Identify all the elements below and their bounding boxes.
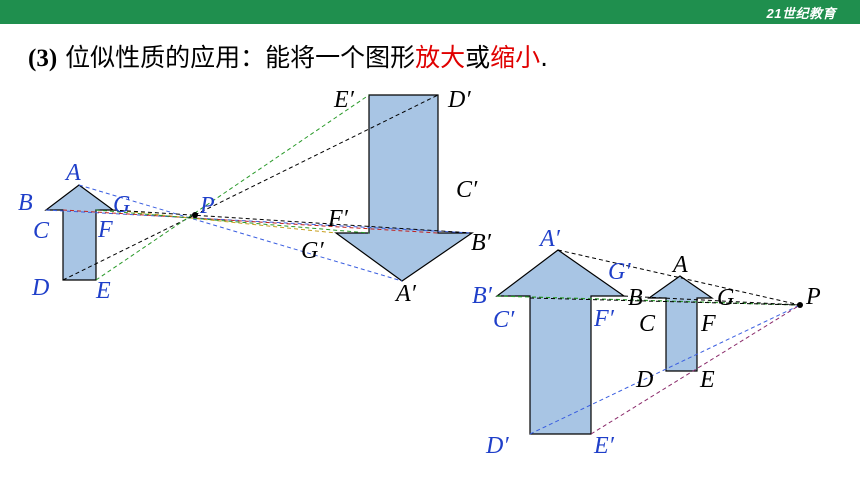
title-text: 位似性质的应用：能将一个图形 [57,43,416,72]
label-E: E [95,278,111,304]
label-D-prime: D′ [447,87,471,113]
label2-A-prime: A′ [538,226,561,252]
top-banner: 21世纪教育 [0,0,860,24]
label2-D-prime: D′ [485,433,509,459]
line2-EE [590,304,801,435]
label-P: P [199,193,215,219]
label2-D: D [635,367,653,393]
line2-CC [529,297,801,306]
label-A-prime: A′ [394,281,417,307]
label2-C: C [639,311,656,337]
label2-C-prime: C′ [493,307,515,333]
label2-G: G [717,285,734,311]
label2-E-prime: E′ [593,433,615,459]
figure-1: A B C D E F G P E′ D′ C′ F′ B′ G′ A′ [18,87,492,307]
line2-AA [557,249,801,306]
center-point-2 [797,302,803,308]
line-EE [95,94,370,281]
title-shrink: 缩小 [490,43,541,72]
label-E-prime: E′ [333,87,355,113]
label2-G-prime: G′ [608,259,631,285]
label-A: A [64,160,81,186]
title-enlarge: 放大 [415,43,466,72]
line-GB [112,209,473,234]
label2-F-prime: F′ [593,306,615,332]
label-F: F [97,217,113,243]
label2-B-prime: B′ [472,283,493,309]
line2-DD [529,304,801,435]
title-period: . [540,43,549,72]
label2-A: A [671,252,688,278]
title-or: 或 [465,43,491,72]
label-B: B [18,190,33,216]
figure-2: A′ B′ C′ D′ E′ F′ G′ A B C D E F G P [472,226,821,459]
label-C-prime: C′ [456,177,478,203]
label2-P: P [805,284,821,310]
label-G: G [113,192,130,218]
title-number: (3) [28,45,58,72]
label-D: D [31,275,49,301]
image-arrow-1 [334,94,474,282]
image-arrow-2 [495,249,626,435]
label2-E: E [699,367,715,393]
label-B-prime: B′ [471,230,492,256]
line-FF [95,209,370,234]
line-GG [112,209,337,234]
label-G-prime: G′ [301,238,324,264]
brand-logo: 21世纪教育 [766,6,836,21]
label2-F: F [700,311,716,337]
line-BB [45,209,473,234]
label2-B: B [628,285,643,311]
page-title: (3) 位似性质的应用：能将一个图形放大或缩小. [28,38,548,74]
line2-GG [623,295,801,306]
label-F-prime: F′ [327,206,349,232]
label-C: C [33,218,50,244]
center-point-1 [192,212,198,218]
line-AA [78,184,403,282]
